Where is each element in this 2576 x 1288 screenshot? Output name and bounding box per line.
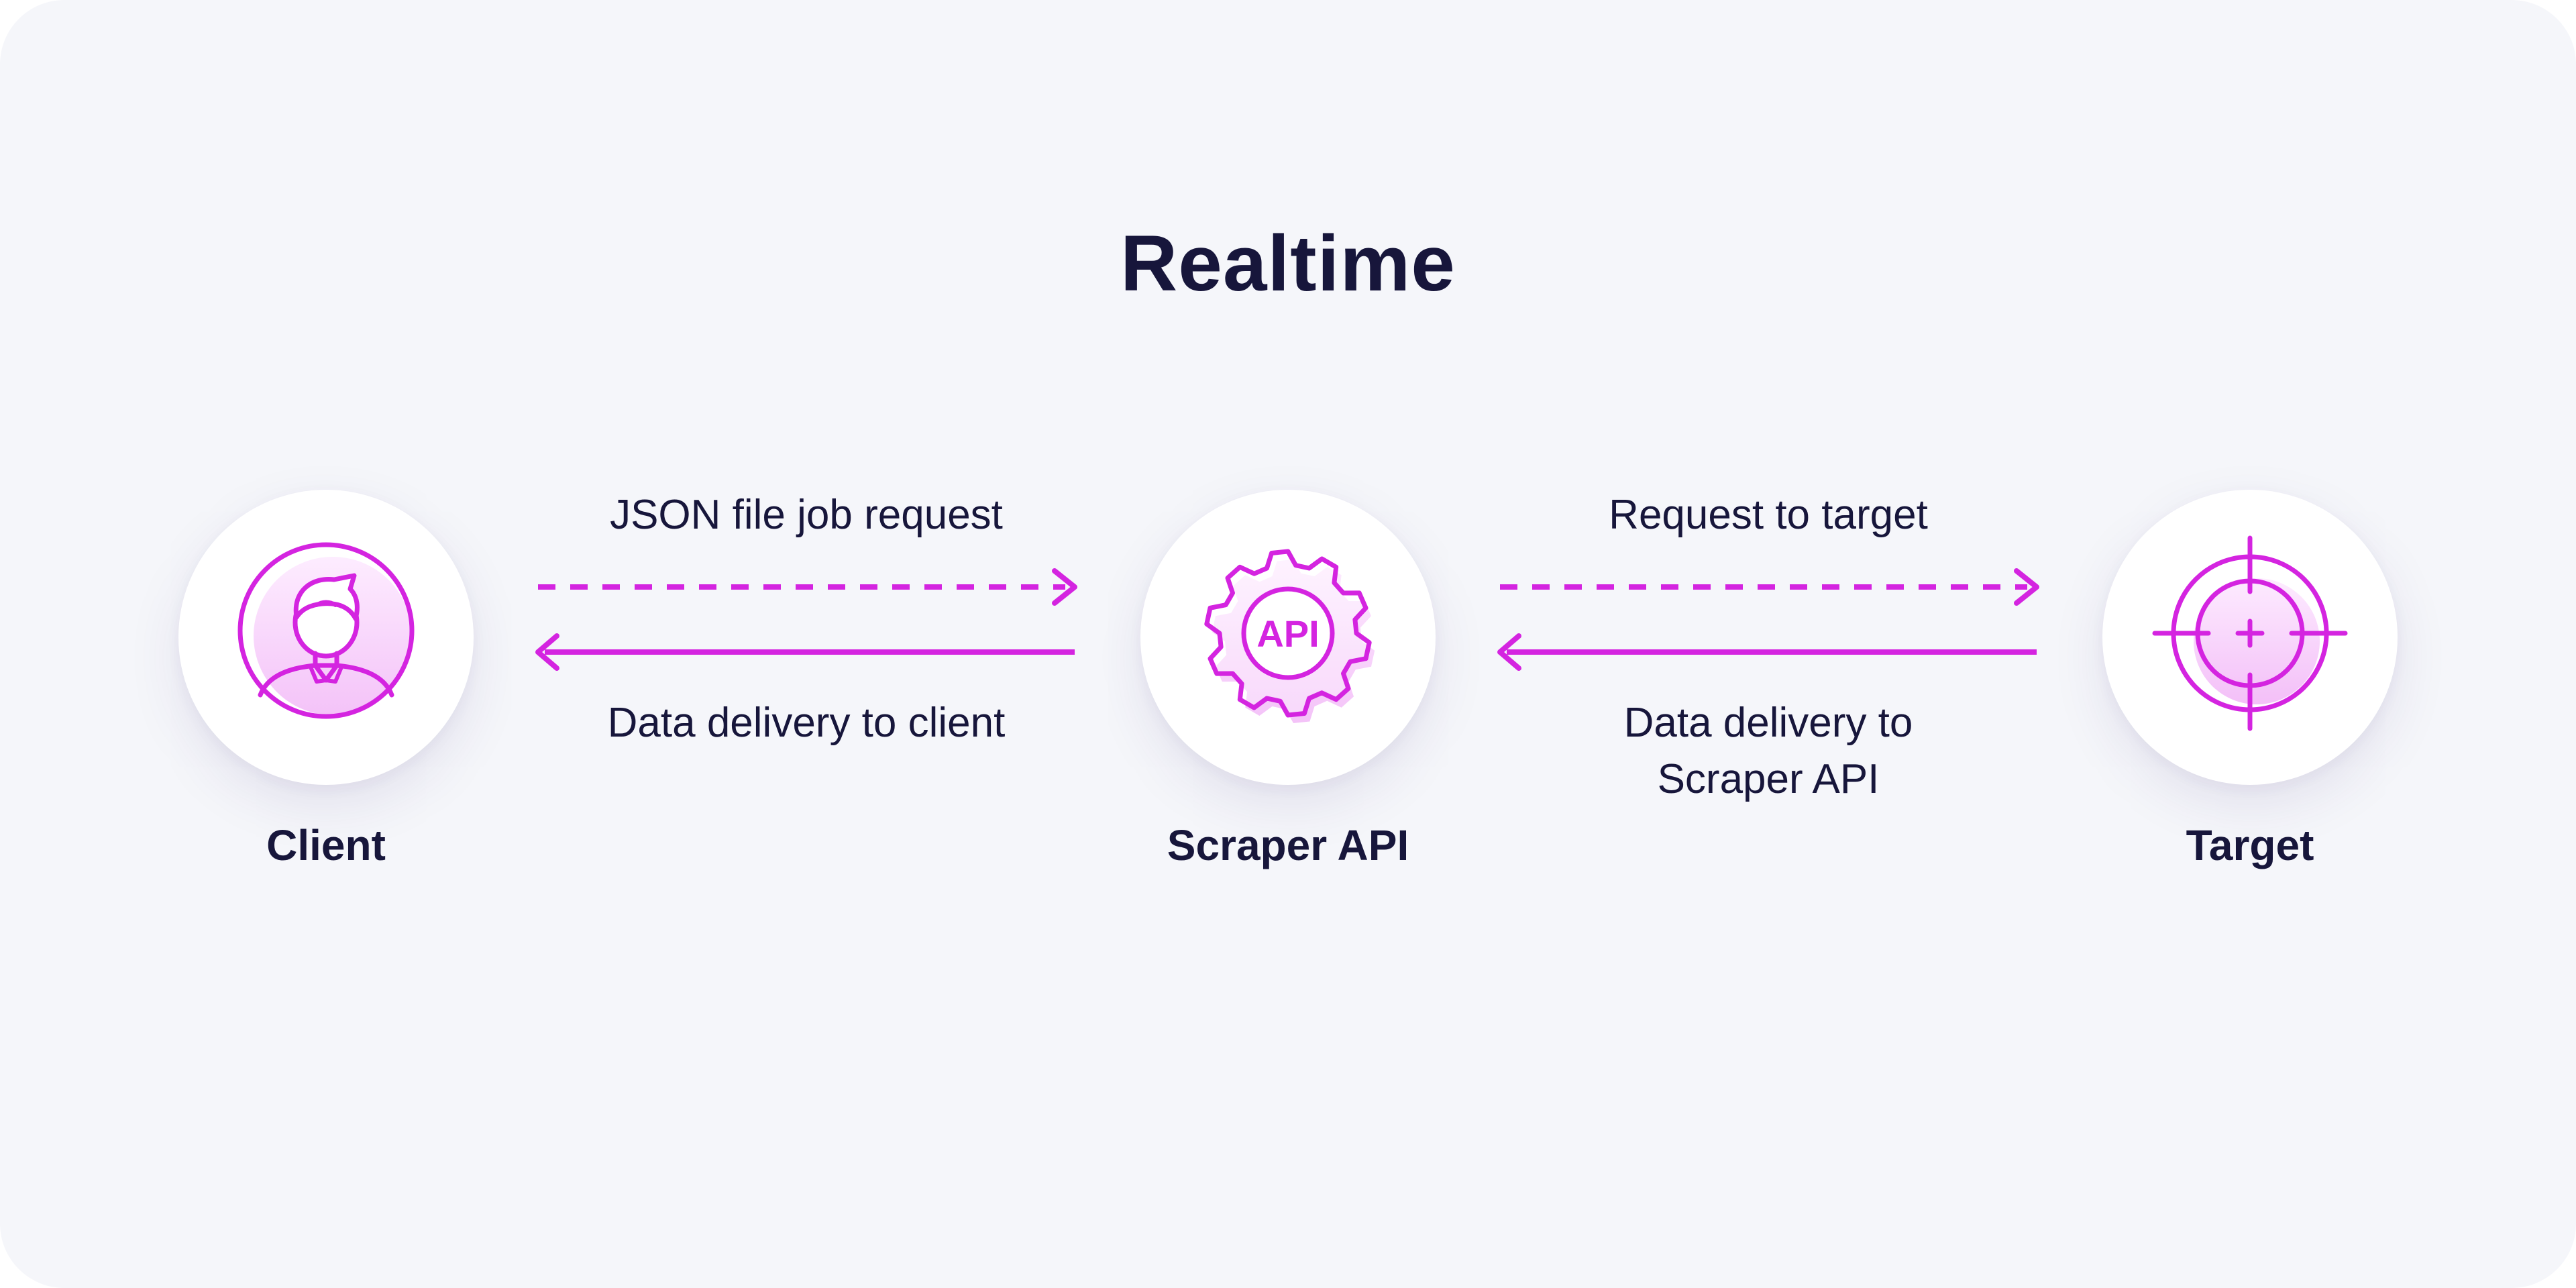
person-icon (237, 542, 415, 719)
flow-label-delivery-scraper-line-1: Data delivery to (1623, 700, 1913, 746)
target-label: Target (2186, 821, 2314, 869)
diagram-title: Realtime (1120, 219, 1456, 308)
scraper-api-label: Scraper API (1167, 821, 1409, 869)
flow-label-delivery-scraper-line-2: Scraper API (1657, 756, 1880, 802)
arrow-client-to-scraper (538, 568, 1077, 606)
arrow-scraper-to-target (1500, 568, 2039, 606)
arrow-target-to-scraper (1497, 633, 2037, 671)
flow-label-request-target: Request to target (1609, 492, 1928, 538)
target-node (2102, 490, 2398, 785)
flow-label-json-request: JSON file job request (610, 492, 1003, 538)
arrow-scraper-to-client (535, 633, 1075, 671)
client-node (178, 490, 474, 785)
scraper-api-node: API (1140, 490, 1436, 785)
crosshair-target-icon (2152, 535, 2348, 731)
client-label: Client (266, 821, 386, 869)
flow-label-delivery-scraper: Data delivery to Scraper API (1500, 695, 2037, 808)
flow-label-delivery-client: Data delivery to client (607, 700, 1006, 746)
gear-api-text: API (1256, 612, 1319, 655)
gear-api-icon: API (1204, 549, 1375, 723)
